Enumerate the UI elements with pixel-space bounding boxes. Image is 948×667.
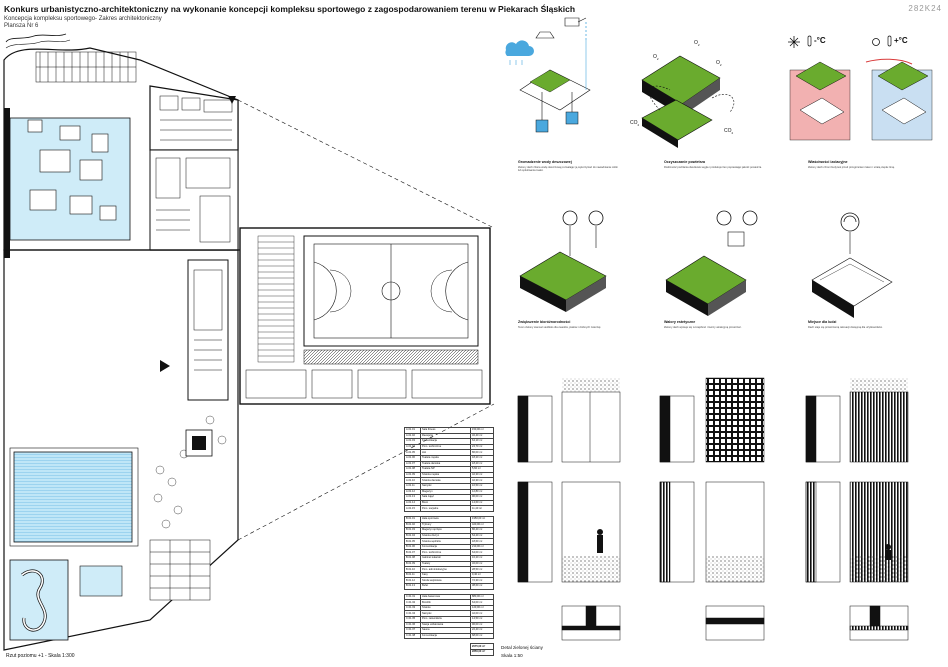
room-area: 68,00 m² (470, 632, 494, 640)
competition-code: 282K24 (908, 4, 942, 13)
rainwater-diagram (505, 17, 591, 133)
room-area: 16,50 m² (470, 482, 494, 490)
diagram-row-1 (505, 17, 933, 148)
room-area: 11,40 m² (470, 505, 494, 512)
caption-aesthetics: Walory estetyczne (664, 320, 696, 324)
room-area: 14,60 m² (470, 499, 494, 507)
thermal-diagram (788, 35, 933, 141)
section-scale-labels: Detal zielonej ściany Skala 1:50 (501, 644, 543, 660)
room-area: 32,40 m² (470, 432, 494, 440)
desc-air: Roślinność pochłania dwutlenek węgla i p… (664, 166, 762, 169)
room-area: 12,80 m² (470, 488, 494, 496)
room-area: 86,00 m² (470, 449, 494, 456)
room-total: 2850,00 m² (470, 649, 494, 656)
room-area: 5,60 m² (470, 466, 494, 473)
room-area: 38,60 m² (470, 583, 494, 590)
room-area: 18,20 m² (470, 455, 494, 462)
plan-scale-label: Rzut poziomu +1 - Skala 1:300 (6, 653, 75, 659)
sheet-number: Plansza Nr 6 (4, 23, 39, 29)
temp-plus-label: +°C (894, 36, 908, 45)
room-area: 150,00 m² (470, 427, 494, 434)
section-details (517, 377, 909, 641)
aesthetics-diagram (665, 210, 758, 316)
room-area: 42,30 m² (470, 471, 494, 479)
room-area: 96,00 m² (470, 494, 494, 501)
o2-label-1: O2 (653, 54, 659, 61)
page-title: Konkurs urbanistyczno-architektoniczny n… (4, 4, 576, 14)
caption-rainwater: Gromadzenie wody deszczowej (518, 160, 572, 164)
caption-biodiversity: Zwiększenie bioróżnorodności (518, 320, 571, 324)
page-subtitle: Koncepcja kompleksu sportowego- Zakres a… (4, 16, 162, 22)
desc-rainwater: Zielony dach zbiera wodę deszczową pozwa… (518, 166, 618, 173)
room-area: 24,70 m² (470, 443, 494, 451)
desc-insulation: Zielony dach chroni budynek przed przegr… (808, 166, 895, 169)
o2-label-2: O2 (694, 40, 700, 47)
section-scale: Skala 1:50 (501, 653, 523, 658)
caption-insulation: Właściwości izolacyjne (808, 160, 848, 164)
co2-label-1: CO2 (630, 120, 640, 127)
caption-air: Oczyszczanie powietrza (664, 160, 705, 164)
floor-plan (3, 33, 495, 651)
room-area: 64,10 m² (470, 438, 494, 445)
desc-biodiversity: Teren zielony stanowi siedlisko dla owad… (518, 326, 602, 329)
desc-aesthetics: Zielony dach wpisuje się w krajobraz i t… (664, 326, 742, 329)
section-label: Detal zielonej ściany (501, 645, 543, 650)
temp-minus-label: -°C (814, 36, 826, 45)
biodiversity-diagram (519, 210, 607, 312)
room-total-row: 2850,00 m² (405, 649, 494, 656)
people-diagram (811, 212, 893, 318)
co2-label-2: CO2 (724, 128, 734, 135)
room-area: 42,30 m² (470, 477, 494, 484)
room-area: 18,20 m² (470, 460, 494, 468)
desc-people: Dach staje się przestrzenią rekreacji do… (808, 326, 883, 329)
air-purification-diagram (641, 55, 735, 148)
o2-label-3: O2 (716, 60, 722, 67)
caption-people: Miejsce dla ludzi (808, 320, 837, 324)
diagram-row-2 (519, 210, 893, 318)
